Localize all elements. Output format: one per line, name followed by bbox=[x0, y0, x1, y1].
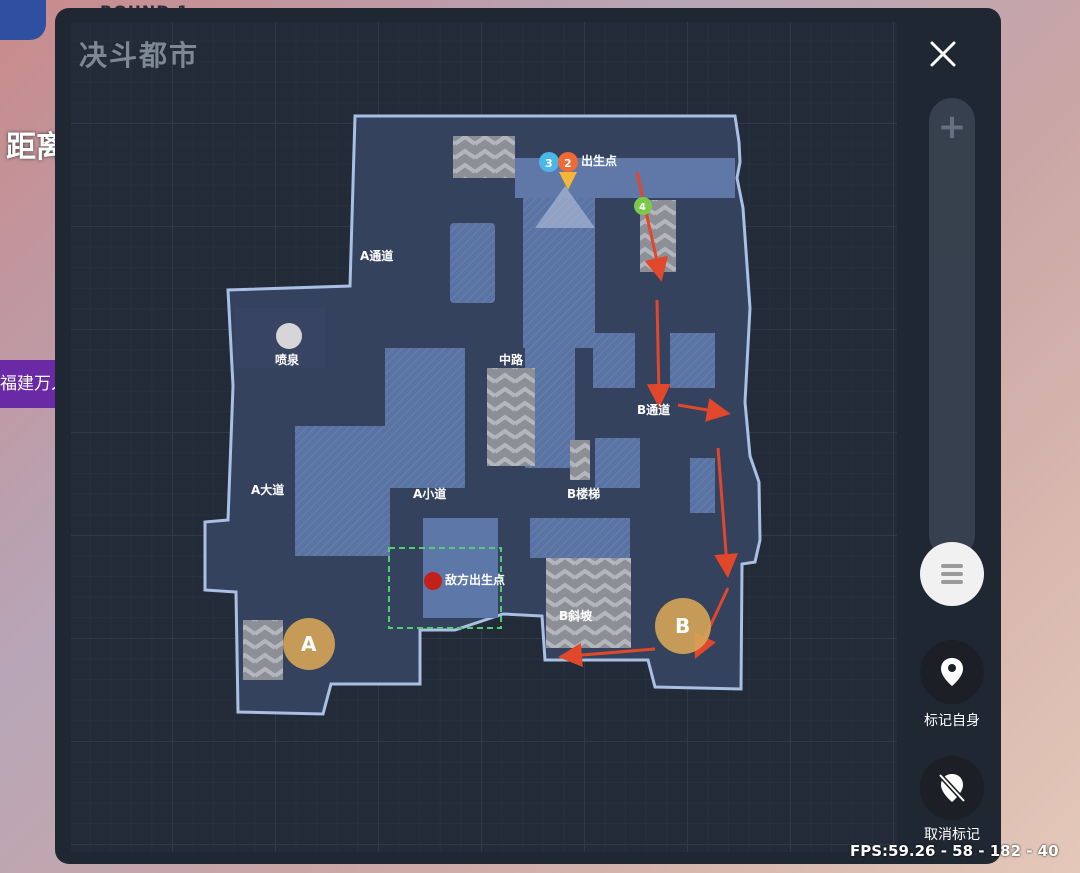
stairs-zone bbox=[487, 368, 535, 466]
map-labels: 出生点 A通道 喷泉 中路 B通道 A大道 A小道 B楼梯 敌方出生点 B斜坡 … bbox=[251, 153, 690, 656]
player-marker-3-label: 3 bbox=[545, 157, 553, 170]
floor-block bbox=[593, 333, 635, 388]
player-marker-2-icon bbox=[558, 152, 578, 190]
label-a-passage: A通道 bbox=[360, 248, 393, 263]
close-icon bbox=[930, 41, 956, 67]
label-a-main: A大道 bbox=[251, 482, 284, 497]
stairs-zone bbox=[570, 440, 590, 480]
player-marker-3-icon bbox=[539, 152, 559, 172]
zoom-slider[interactable]: + bbox=[929, 98, 975, 558]
mark-self-label: 标记自身 bbox=[924, 713, 980, 729]
stairs-zone bbox=[453, 136, 515, 178]
cancel-mark-label: 取消标记 bbox=[924, 827, 980, 843]
fountain-icon bbox=[276, 323, 302, 349]
stairs-zone bbox=[546, 558, 631, 648]
floor-block bbox=[530, 518, 630, 558]
enemy-spawn-zone bbox=[388, 547, 502, 629]
enemy-spawn-marker-icon bbox=[424, 572, 442, 590]
floor-block bbox=[385, 348, 465, 488]
label-a-short: A小道 bbox=[413, 486, 446, 501]
close-button[interactable] bbox=[923, 34, 963, 74]
location-pin-off-icon bbox=[938, 773, 966, 803]
menu-icon bbox=[941, 564, 963, 584]
label-b-stairs: B楼梯 bbox=[567, 486, 600, 501]
label-fountain: 喷泉 bbox=[275, 352, 300, 367]
team-tag bbox=[0, 0, 46, 40]
player-view-cone-icon bbox=[535, 186, 595, 228]
floor-block bbox=[450, 223, 495, 303]
floor-block bbox=[423, 518, 498, 618]
player-marker-4-label: 4 bbox=[639, 202, 646, 213]
map-layout: 出生点 A通道 喷泉 中路 B通道 A大道 A小道 B楼梯 敌方出生点 B斜坡 … bbox=[203, 114, 762, 716]
mark-self-button[interactable] bbox=[920, 640, 984, 704]
minimap-panel: 决斗都市 bbox=[55, 8, 1001, 864]
label-b-passage: B通道 bbox=[637, 402, 670, 417]
menu-button[interactable] bbox=[920, 542, 984, 606]
floor-block bbox=[295, 426, 390, 556]
zoom-in-button[interactable]: + bbox=[937, 107, 967, 147]
label-mid: 中路 bbox=[499, 352, 524, 367]
label-b-ramp: B斜坡 bbox=[559, 608, 593, 623]
floor-block bbox=[670, 333, 715, 388]
cancel-mark-button[interactable] bbox=[920, 756, 984, 820]
label-spawn-top: 出生点 bbox=[581, 153, 617, 168]
site-a-marker bbox=[283, 618, 335, 670]
label-enemy-spawn: 敌方出生点 bbox=[445, 572, 505, 587]
player-marker-2-label: 2 bbox=[564, 157, 572, 170]
site-b-label: B bbox=[675, 614, 690, 638]
map-title: 决斗都市 bbox=[79, 39, 200, 72]
floor-block bbox=[690, 458, 715, 513]
player-marker-4-icon bbox=[634, 197, 652, 215]
fps-readout: FPS:59.26 - 58 - 182 - 40 bbox=[850, 842, 1059, 860]
floor-block bbox=[595, 438, 640, 488]
stairs-zone bbox=[243, 620, 283, 680]
location-pin-icon bbox=[941, 658, 963, 686]
site-b-marker bbox=[655, 598, 711, 654]
site-a-label: A bbox=[301, 632, 317, 656]
